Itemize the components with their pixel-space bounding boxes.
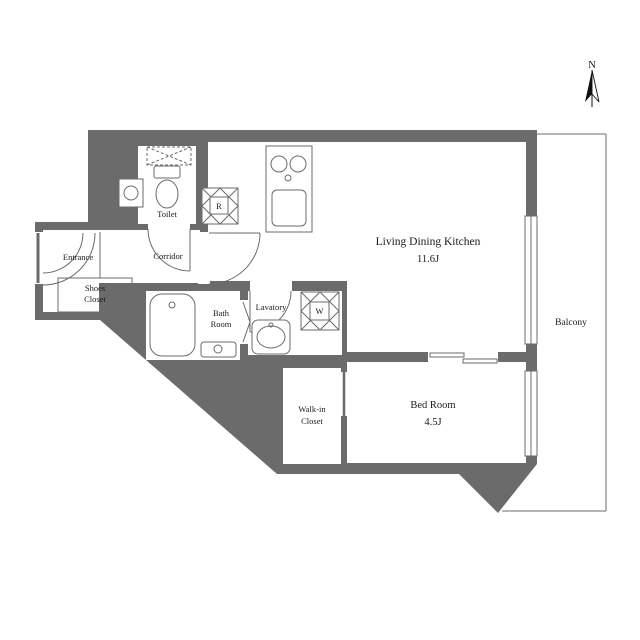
shoes-closet-label-line2: Closet xyxy=(84,294,106,304)
washing-machine-label: W xyxy=(315,306,323,316)
front-door xyxy=(36,232,96,286)
shoes-closet-label-line1: Shoes xyxy=(85,283,105,293)
overhead-cabinet xyxy=(146,146,192,166)
bath-room-label-line2: Room xyxy=(211,319,232,329)
lavatory-door-opening xyxy=(250,279,292,293)
bedroom-label: Bed Room xyxy=(410,400,455,411)
refrigerator-space: R xyxy=(201,187,239,225)
walk-in-closet-label-line1: Walk-in xyxy=(298,404,326,414)
bedroom-sliding-door xyxy=(429,352,498,364)
ldk-label: Living Dining Kitchen xyxy=(376,236,481,248)
corridor-label: Corridor xyxy=(153,251,182,261)
ldk-door-opening xyxy=(198,232,210,284)
kitchen-sink-icon xyxy=(271,189,307,227)
washing-machine-space: W xyxy=(300,291,340,331)
lavatory-label: Lavatory xyxy=(256,302,287,312)
stove-burner-icon xyxy=(270,155,288,173)
toilet-door-opening xyxy=(148,222,190,232)
water-heater-icon xyxy=(118,178,144,208)
bath-folding-door xyxy=(242,301,251,343)
ldk-door xyxy=(208,232,261,285)
bath-vanity-icon xyxy=(200,341,237,358)
bedroom-floor xyxy=(347,362,526,463)
walk-in-closet-floor xyxy=(283,368,341,464)
walk-in-closet-label-line2: Closet xyxy=(301,416,323,426)
bedroom-size-label: 4.5J xyxy=(424,417,441,428)
toilet-fixture-icon xyxy=(153,165,181,209)
bedroom-window xyxy=(524,370,538,457)
ldk-size-label: 11.6J xyxy=(417,254,439,265)
stove-burner-icon xyxy=(289,155,307,173)
entrance-label: Entrance xyxy=(63,252,93,262)
ldk-window xyxy=(524,215,538,345)
toilet-door xyxy=(147,228,191,272)
wash-basin-icon xyxy=(251,319,291,355)
balcony-outline xyxy=(502,133,607,512)
north-arrow-icon xyxy=(585,69,600,107)
bathtub-icon xyxy=(149,293,196,357)
toilet-label: Toilet xyxy=(157,209,177,219)
stove-knob-icon xyxy=(284,174,292,182)
bath-door-opening xyxy=(238,300,250,344)
entrance-floor xyxy=(43,230,99,312)
balcony-label: Balcony xyxy=(555,318,587,328)
shoes-closet-box xyxy=(57,277,133,313)
bath-room-label-line1: Bath xyxy=(213,308,230,318)
kitchen-counter xyxy=(265,145,313,233)
refrigerator-label: R xyxy=(216,201,222,211)
compass-north-label: N xyxy=(588,60,596,71)
